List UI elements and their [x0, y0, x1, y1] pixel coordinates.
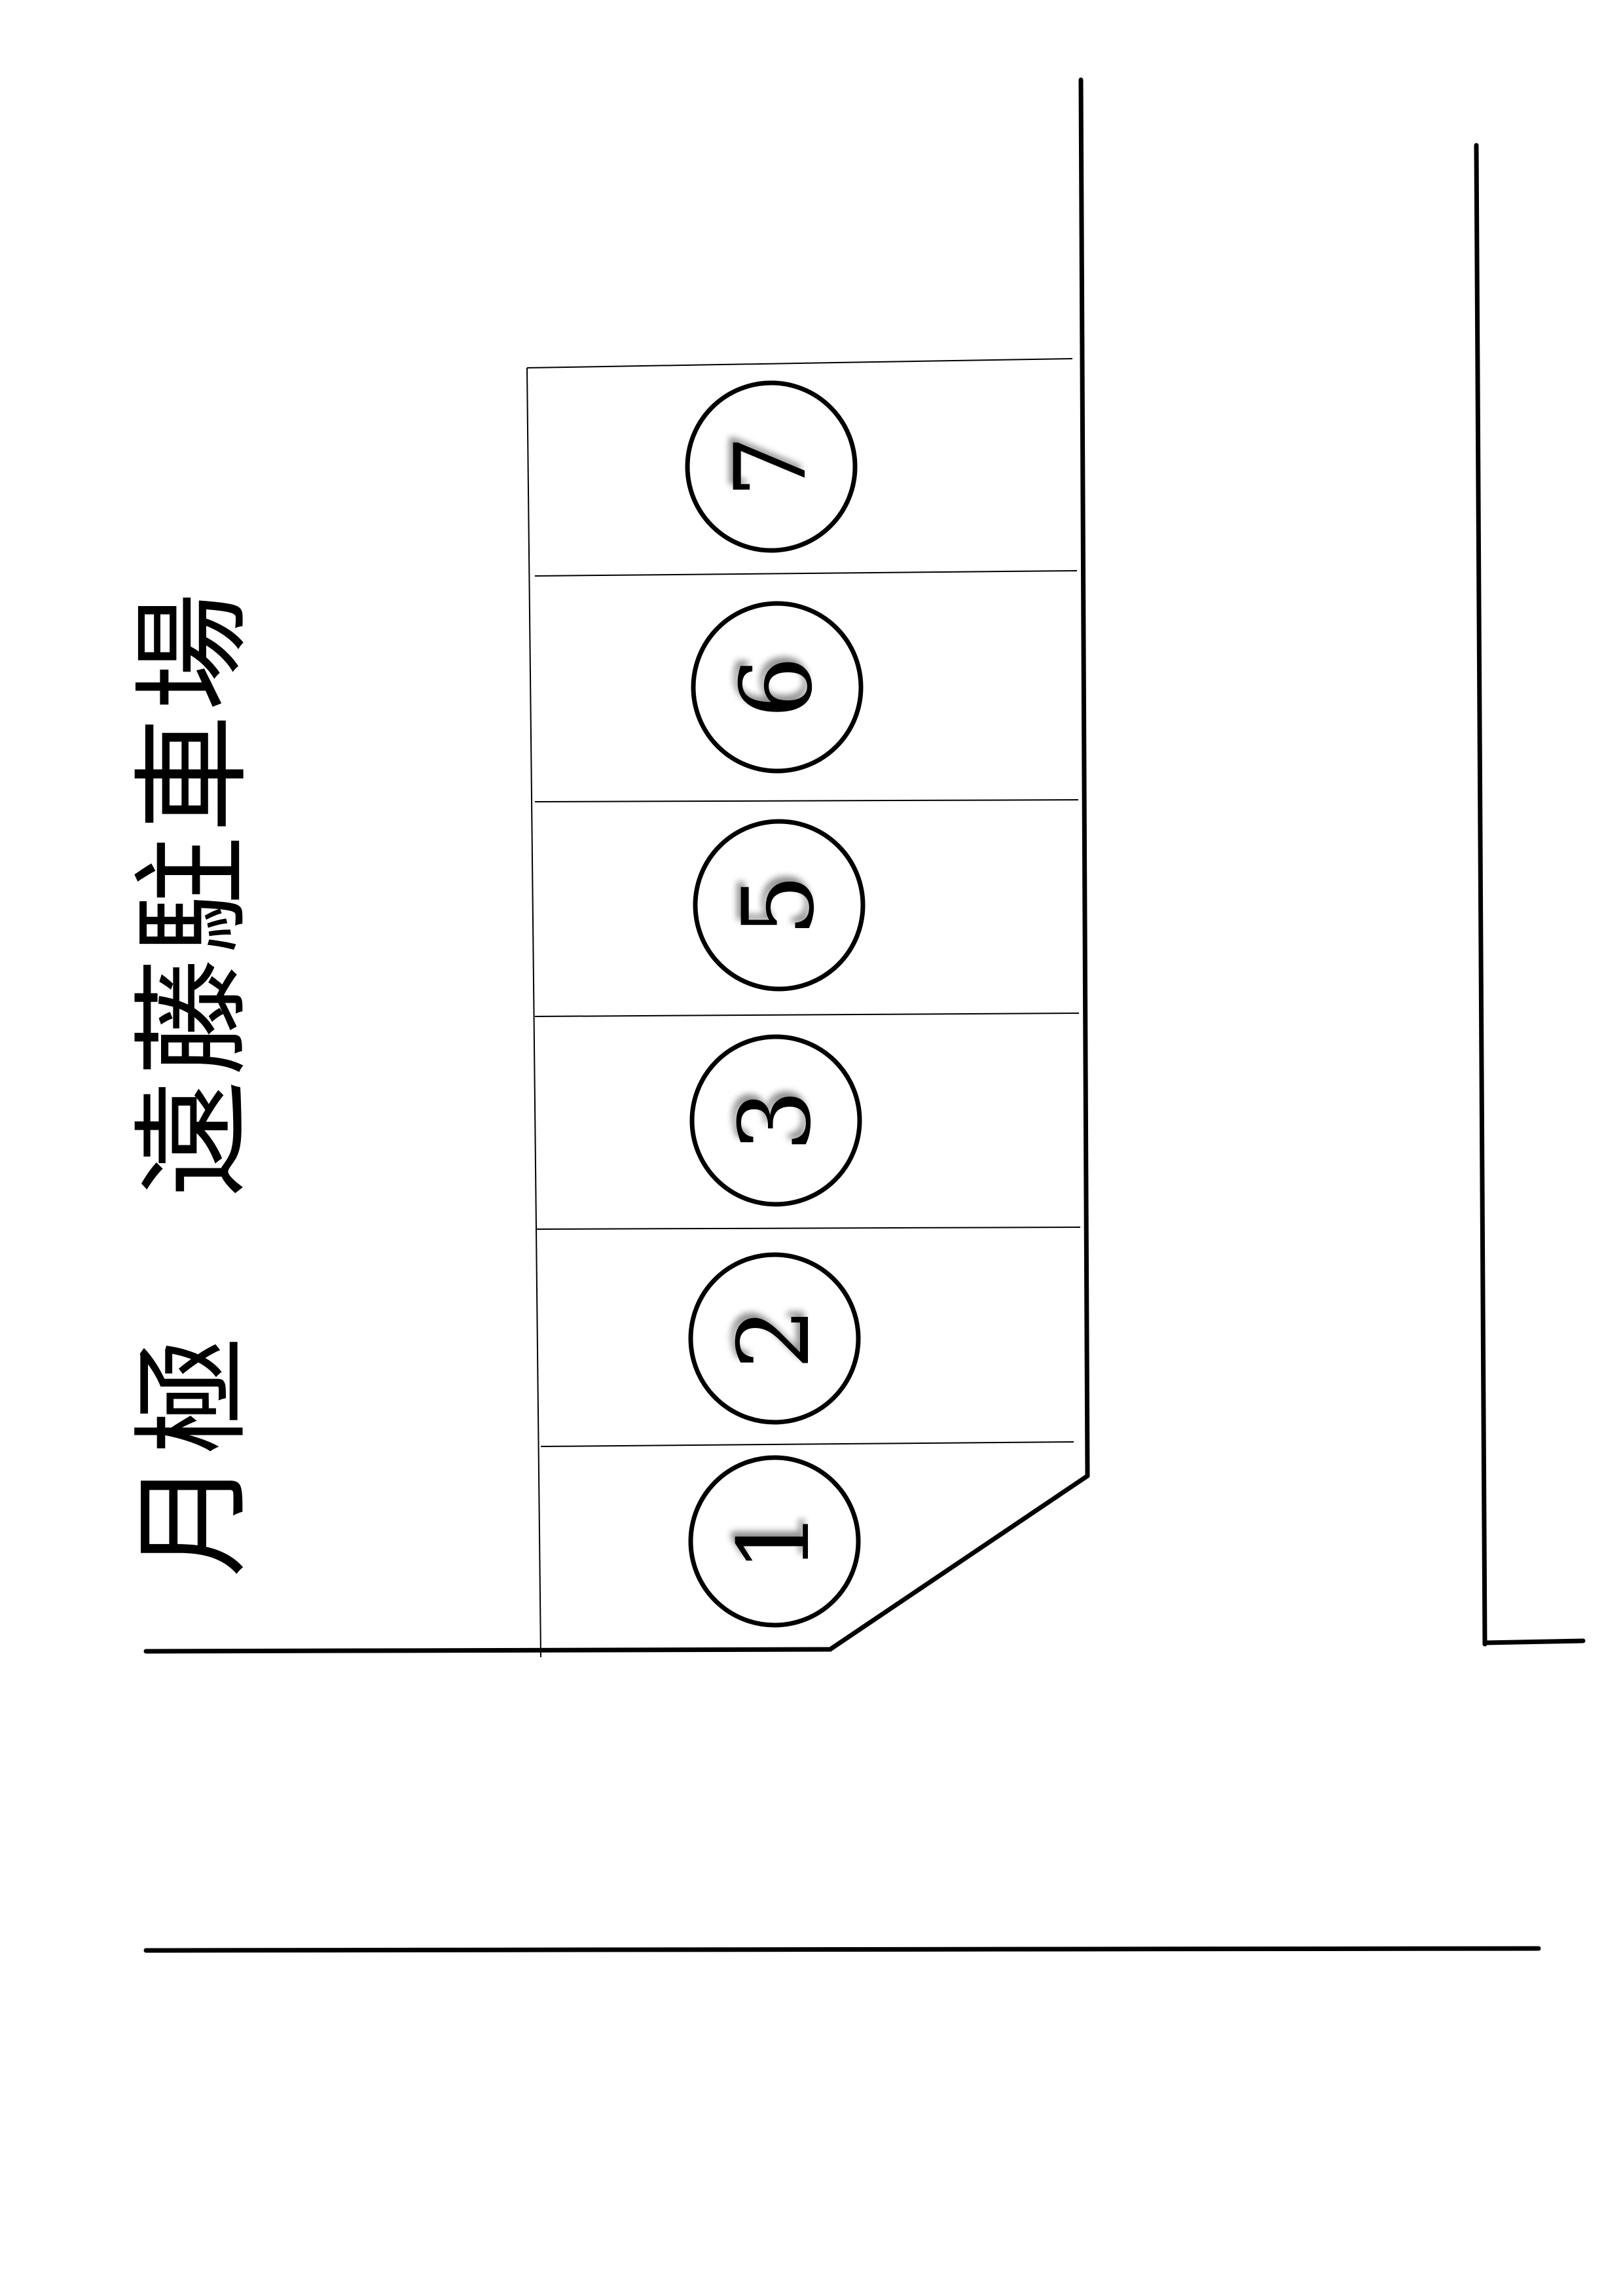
slot-divider [534, 570, 1078, 577]
slot-number: 5 [722, 874, 836, 936]
lot-bottom-boundary-line [143, 1647, 833, 1654]
slot-divider [534, 1013, 1080, 1017]
slot-marker: 2 [688, 1252, 861, 1425]
slot-number: 2 [718, 1307, 831, 1369]
slot-circle [689, 1034, 862, 1207]
slot-circle [685, 380, 858, 553]
title-prefix: 月極 [125, 1331, 262, 1577]
lot-boundary [143, 77, 1090, 1654]
lot-title: 月極 遠藤駐車場 [125, 589, 262, 1577]
slot-grid-left-edge [526, 367, 541, 1658]
neighbor-bottom-stub-line [1482, 1638, 1586, 1645]
slot-divider [536, 1227, 1081, 1230]
slot-marker: 3 [689, 1034, 862, 1207]
slot-divider [534, 799, 1079, 802]
neighbor-vertical-line [1474, 143, 1487, 1647]
lot-diagonal-corner-line [828, 1473, 1090, 1652]
slot-marker: 7 [685, 380, 858, 553]
slot-circle [688, 1455, 861, 1628]
lot-right-boundary-line [1078, 77, 1090, 1479]
parking-slot-grid [526, 358, 1081, 1658]
slot-circle [691, 601, 864, 774]
slot-divider [540, 1441, 1074, 1447]
slot-divider [526, 358, 1073, 368]
slot-circle [688, 1252, 861, 1425]
road-edge-line [143, 1946, 1541, 1953]
slot-marker: 6 [691, 601, 864, 774]
slot-marker: 5 [693, 819, 866, 992]
slot-number: 1 [718, 1510, 831, 1572]
slot-number: 6 [720, 656, 834, 718]
slot-number: 7 [714, 435, 828, 497]
lot-name: 遠藤駐車場 [125, 589, 262, 1198]
slot-marker: 1 [688, 1455, 861, 1628]
slot-markers: 1 2 3 5 6 7 [685, 380, 866, 1628]
slot-number: 3 [719, 1089, 833, 1151]
slot-circle [693, 819, 866, 992]
road-lines [143, 143, 1586, 1953]
